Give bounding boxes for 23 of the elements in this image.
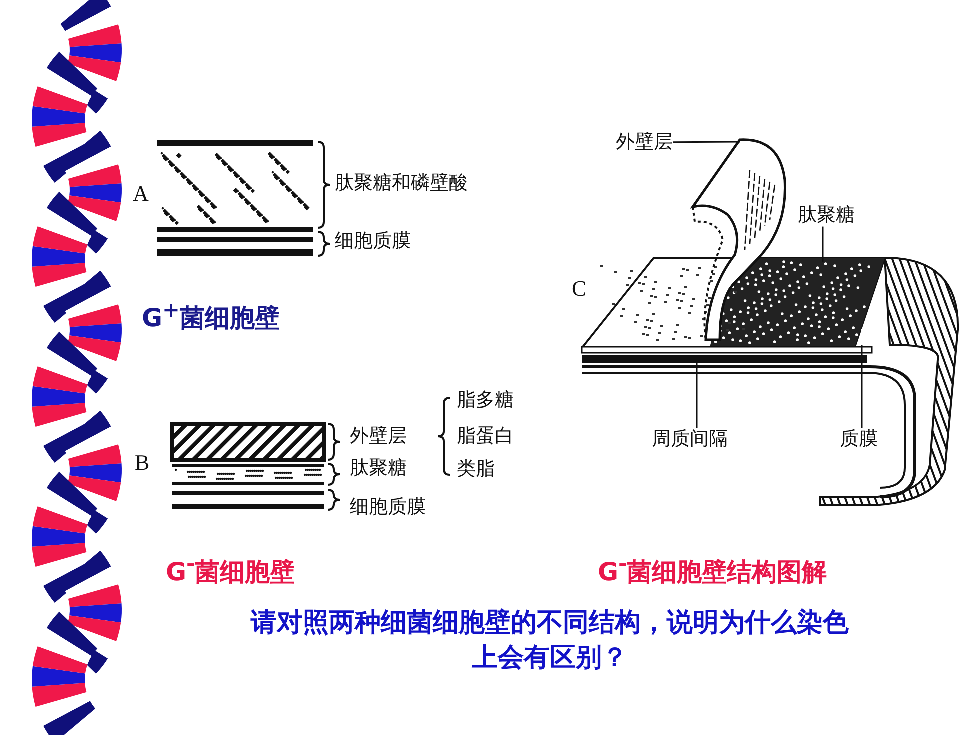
single-letter-label: A — [133, 181, 149, 208]
single-letter-label: C — [572, 276, 587, 302]
layer-label: 肽聚糖和磷壁酸 — [335, 172, 468, 195]
callout-label: 肽聚糖 — [798, 204, 855, 227]
component-label: 脂蛋白 — [457, 425, 514, 448]
component-label: 类脂 — [457, 458, 495, 481]
callout-label: 质膜 — [840, 428, 878, 451]
leader-line — [696, 362, 698, 428]
leader-line — [822, 226, 824, 262]
layer-label: 肽聚糖 — [350, 457, 407, 480]
callout-label: 外壁层 — [616, 131, 673, 154]
leader-line — [861, 345, 863, 428]
figure-caption: G$^{+}$菌细胞壁 — [142, 298, 280, 334]
callout-label: 周质间隔 — [652, 428, 728, 451]
component-label: 脂多糖 — [457, 389, 514, 412]
layer-label: 外壁层 — [350, 425, 407, 448]
figure-caption: G$^{-}$菌细胞壁结构图解 — [598, 552, 828, 588]
single-letter-label: B — [135, 450, 150, 476]
figure-caption: G$^{-}$菌细胞壁 — [166, 552, 296, 588]
layer-label: 细胞质膜 — [335, 230, 411, 253]
layer-label: 细胞质膜 — [350, 496, 426, 519]
question-text: 请对照两种细菌细胞壁的不同结构，说明为什么染色上会有区别？ — [250, 607, 850, 676]
leader-line — [673, 141, 740, 144]
